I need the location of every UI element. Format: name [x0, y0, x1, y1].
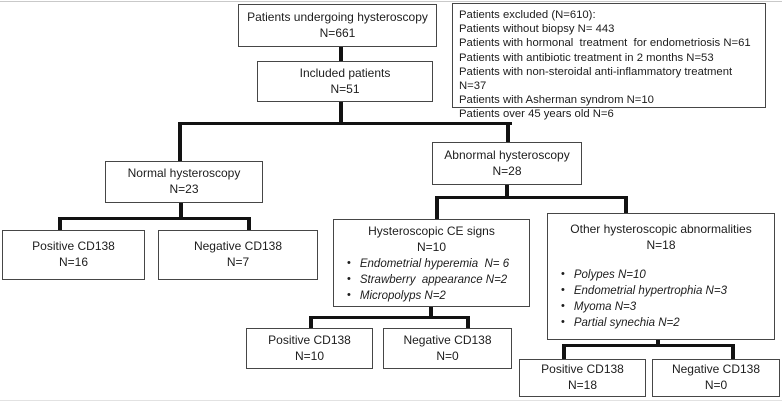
connector-top-to-included — [339, 46, 343, 62]
connector-to-other-positive — [562, 344, 566, 360]
connector-other-down — [656, 339, 660, 345]
connector-to-ce-signs — [435, 196, 439, 220]
box-count: N=18 — [646, 237, 676, 252]
connector-ce-down — [429, 306, 433, 317]
box-title-block: Hysteroscopic CE signs N=10 — [334, 224, 529, 255]
box-label: Positive CD138 — [32, 239, 115, 254]
box-normal-hysteroscopy: Normal hysteroscopy N=23 — [105, 161, 263, 203]
box-label: Normal hysteroscopy — [127, 166, 241, 181]
box-label: Positive CD138 — [268, 332, 351, 347]
bullet-item: Micropolyps N=2 — [342, 288, 525, 304]
excluded-item: Patients with antibiotic treatment in 2 … — [459, 51, 714, 64]
bullet-list: Endometrial hyperemia N= 6 Strawberry ap… — [334, 255, 529, 304]
bullet-list: Polypes N=10 Endometrial hypertrophia N=… — [548, 266, 774, 331]
bullet-item: Endometrial hypertrophia N=3 — [556, 283, 770, 299]
box-ce-positive-cd138: Positive CD138 N=10 — [246, 328, 373, 369]
connector-abnormal-branch — [435, 196, 628, 199]
box-title-block: Other hysteroscopic abnormalities N=18 — [548, 218, 774, 253]
connector-to-other-negative — [731, 344, 735, 360]
box-count: N=18 — [567, 378, 598, 392]
connector-ce-branch — [309, 316, 470, 319]
box-included-patients: Included patients N=51 — [257, 61, 433, 102]
box-count: N=16 — [58, 255, 89, 269]
connector-to-normal-positive — [58, 217, 62, 231]
connector-main-branch — [178, 122, 512, 125]
box-other-abnormalities: Other hysteroscopic abnormalities N=18 P… — [547, 213, 775, 340]
box-label: Hysteroscopic CE signs — [368, 224, 495, 238]
connector-to-normal — [178, 122, 182, 162]
connector-other-branch — [562, 344, 735, 347]
bullet-item: Partial synechia N=2 — [556, 315, 770, 331]
box-normal-positive-cd138: Positive CD138 N=16 — [2, 230, 145, 280]
box-label: Positive CD138 — [541, 362, 624, 377]
excluded-title: Patients excluded (N=610): — [459, 9, 596, 21]
excluded-item: Patients with non-steroidal anti-inflamm… — [459, 65, 736, 93]
connector-to-ce-positive — [309, 316, 313, 329]
box-count: N=10 — [416, 239, 447, 254]
box-label: Negative CD138 — [193, 239, 283, 254]
connector-to-abnormal — [506, 122, 510, 143]
box-label: Patients undergoing hysteroscopy — [247, 9, 428, 24]
box-count: N=23 — [169, 182, 199, 196]
box-count: N=7 — [226, 255, 250, 269]
box-label: Abnormal hysteroscopy — [444, 147, 570, 162]
connector-to-other — [624, 196, 628, 214]
box-ce-negative-cd138: Negative CD138 N=0 — [383, 328, 512, 369]
connector-included-down — [339, 102, 343, 123]
box-count: N=10 — [294, 348, 325, 363]
excluded-item: Patients over 45 years old N=6 — [459, 108, 614, 121]
box-label: Negative CD138 — [671, 362, 761, 377]
box-count: N=28 — [492, 163, 522, 178]
box-label: Other hysteroscopic abnormalities — [570, 222, 752, 236]
box-count: N=51 — [330, 81, 360, 96]
box-hysteroscopic-ce-signs: Hysteroscopic CE signs N=10 Endometrial … — [333, 219, 530, 307]
excluded-item: Patients with Asherman syndrom N=10 — [459, 94, 654, 107]
connector-to-ce-negative — [466, 316, 470, 329]
bullet-item: Endometrial hyperemia N= 6 — [342, 256, 525, 272]
box-count: N=0 — [704, 378, 728, 392]
box-other-negative-cd138: Negative CD138 N=0 — [652, 359, 780, 397]
box-abnormal-hysteroscopy: Abnormal hysteroscopy N=28 — [432, 142, 582, 185]
excluded-item: Patients without biopsy N= 443 — [459, 23, 615, 36]
box-other-positive-cd138: Positive CD138 N=18 — [519, 359, 646, 397]
excluded-item: Patients with hormonal treatment for end… — [459, 37, 751, 50]
box-patients-undergoing: Patients undergoing hysteroscopy N=661 — [238, 4, 437, 47]
connector-normal-down — [179, 202, 183, 218]
connector-to-normal-negative — [247, 217, 251, 231]
box-label: Negative CD138 — [403, 332, 492, 347]
box-label: Included patients — [299, 65, 391, 80]
bullet-item: Strawberry appearance N=2 — [342, 272, 525, 288]
bullet-item: Polypes N=10 — [556, 267, 770, 283]
connector-normal-branch — [58, 217, 251, 220]
box-count: N=0 — [436, 348, 459, 363]
box-normal-negative-cd138: Negative CD138 N=7 — [158, 230, 318, 280]
figure-top-rule — [0, 1, 782, 2]
box-patients-excluded: Patients excluded (N=610): Patients with… — [452, 3, 766, 120]
connector-abnormal-down — [505, 184, 509, 197]
bullet-item: Myoma N=3 — [556, 299, 770, 315]
box-count: N=661 — [319, 25, 356, 40]
